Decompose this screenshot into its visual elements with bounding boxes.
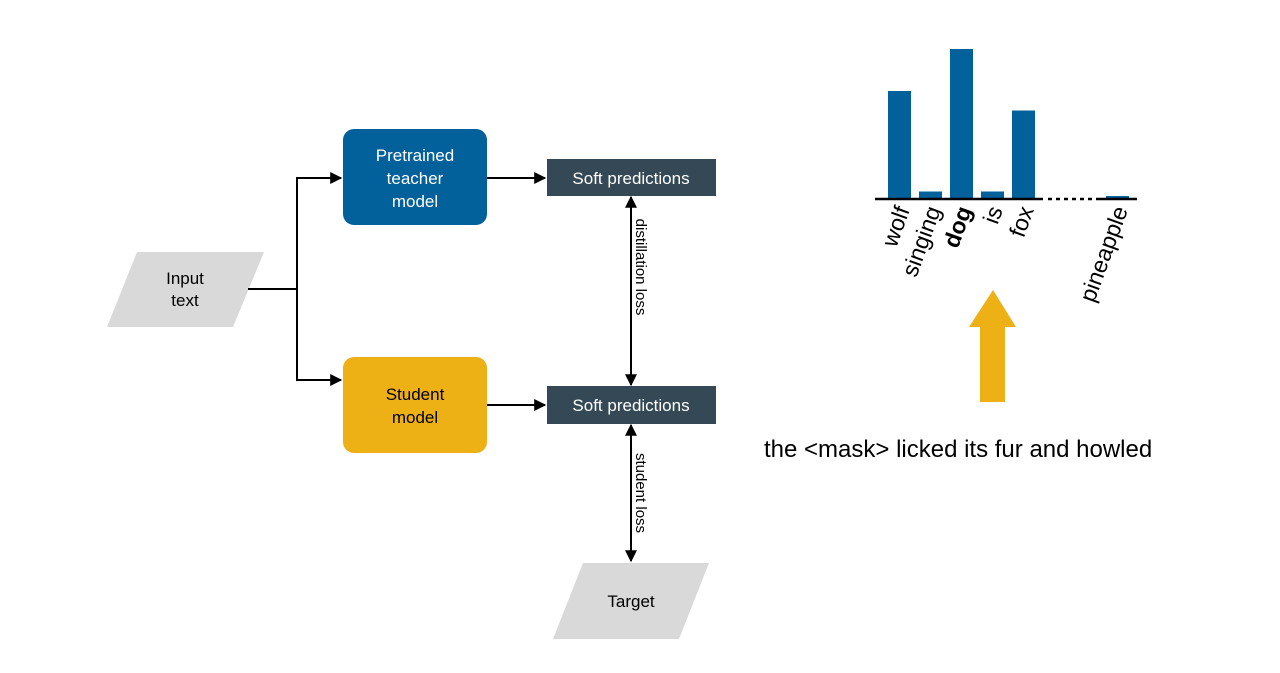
tick-label-pineapple: pineapple (1074, 203, 1133, 306)
teacher-soft-predictions-node: Soft predictions (547, 159, 716, 196)
bar-is (981, 191, 1004, 199)
bar-singing (919, 191, 942, 199)
teacher-soft-predictions-box (547, 159, 716, 196)
student-soft-predictions-node: Soft predictions (547, 386, 716, 424)
teacher-label-line-2: teacher (387, 169, 444, 188)
student-label-line-1: Student (386, 385, 445, 404)
teacher-soft-predictions-label: Soft predictions (572, 169, 689, 188)
teacher-label-line-1: Pretrained (376, 146, 454, 165)
student-soft-predictions-box (547, 386, 716, 424)
input-label-line-1: Input (166, 269, 204, 288)
knowledge-distillation-diagram: Input text Pretrained teacher model Stud… (107, 129, 716, 639)
input-text-node: Input text (107, 252, 264, 327)
student-loss-label: student loss (632, 453, 649, 533)
up-arrow-icon (969, 290, 1016, 402)
distillation-loss-label: distillation loss (632, 219, 649, 316)
tick-label-fox: fox (1004, 202, 1039, 240)
bar-wolf (888, 91, 911, 199)
tick-label-is: is (978, 203, 1008, 228)
student-model-node: Student model (343, 357, 487, 453)
bar-pineapple (1106, 196, 1129, 199)
tick-label-dog: dog (938, 203, 977, 252)
teacher-label-line-3: model (392, 192, 438, 211)
student-label-line-2: model (392, 408, 438, 427)
bar-dog (950, 49, 973, 199)
bars (888, 49, 1129, 199)
student-soft-predictions-label: Soft predictions (572, 396, 689, 415)
target-parallelogram (553, 563, 709, 639)
input-label-line-2: text (171, 291, 199, 310)
bar-fox (1012, 110, 1035, 199)
input-parallelogram (107, 252, 264, 327)
target-node: Target (553, 563, 709, 639)
masked-sentence: the <mask> licked its fur and howled (764, 436, 1152, 463)
teacher-model-node: Pretrained teacher model (343, 129, 487, 225)
student-model-box (343, 357, 487, 453)
teacher-model-box (343, 129, 487, 225)
target-label: Target (607, 592, 655, 611)
